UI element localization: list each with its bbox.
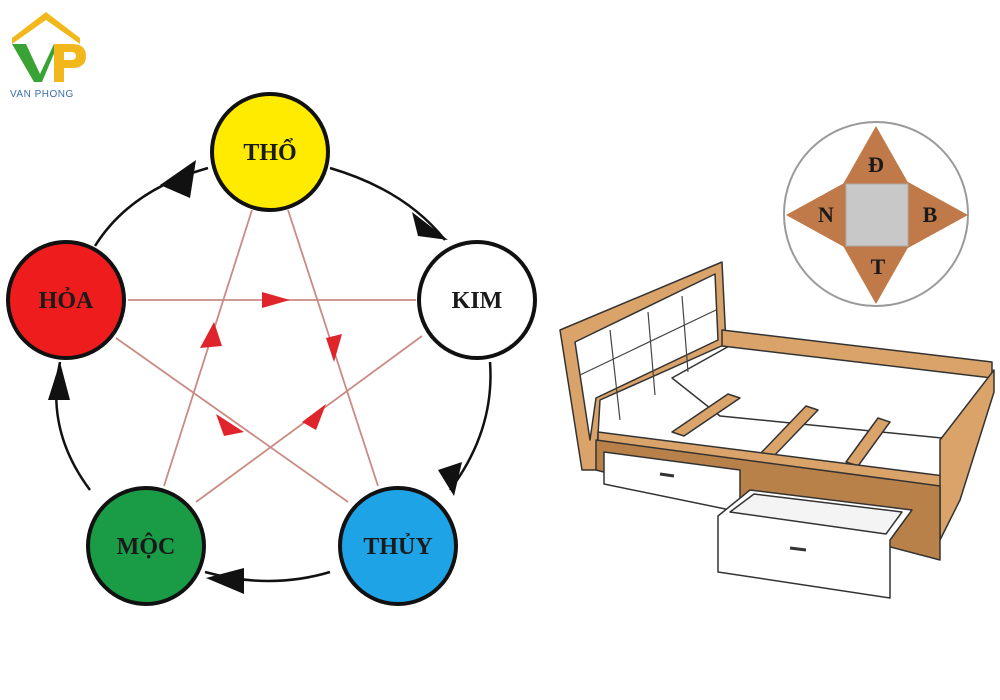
logo-p-letter-icon (54, 44, 86, 82)
red-arrow-to-hoa-icon (216, 414, 244, 436)
element-label-kim: KIM (452, 288, 503, 314)
line-tho-moc (163, 209, 253, 487)
bed-slat (671, 393, 741, 437)
element-node-hoa: HỎA (6, 240, 126, 360)
compass-label-right: B (923, 202, 938, 227)
element-label-tho: THỔ (243, 139, 296, 166)
compass-label-bottom: T (871, 254, 886, 279)
element-node-kim: KIM (417, 240, 537, 360)
bed-slats (671, 393, 891, 467)
logo-v-letter-icon (12, 44, 58, 82)
compass-point-west-icon (786, 182, 846, 248)
element-node-tho: THỔ (210, 92, 330, 212)
arrowhead-to-kim-icon (412, 212, 448, 240)
headboard-grid-line (681, 295, 689, 373)
element-node-thuy: THỦY (338, 486, 458, 606)
headboard-grid (579, 295, 717, 421)
brand-logo: VAN PHONG (10, 12, 86, 100)
generating-arrowheads (48, 160, 462, 594)
controlling-cycle (115, 209, 423, 503)
compass-label-top: Đ (868, 152, 884, 177)
brand-name: VAN PHONG (10, 89, 74, 100)
compass-point-north-icon (842, 126, 910, 186)
red-arrow-to-kim-icon (262, 292, 290, 308)
headboard-grid-line (609, 329, 621, 421)
element-node-moc: MỘC (86, 486, 206, 606)
controlling-arrowheads (200, 292, 342, 436)
compass-label-left: N (818, 202, 834, 227)
arrowhead-to-moc-icon (206, 568, 244, 594)
compass: Đ N B T (783, 121, 969, 307)
element-label-thuy: THỦY (363, 534, 432, 560)
headboard-panel (574, 273, 719, 441)
arc-tho-to-kim (329, 166, 446, 241)
red-arrow-to-moc-icon (302, 404, 326, 430)
bed-illustration (559, 261, 995, 599)
arrowhead-to-thuy-icon (438, 462, 462, 496)
drawer-handle (659, 472, 675, 478)
line-hoa-thuy (115, 337, 349, 503)
red-arrow-to-tho-icon (200, 322, 222, 348)
bed-drawer-right-top (729, 493, 903, 535)
compass-point-south-icon (842, 244, 910, 304)
five-elements-diagram: THỔ KIM THỦY MỘC HỎA (6, 92, 537, 606)
element-label-moc: MỘC (117, 534, 176, 560)
headboard-grid-line (579, 309, 717, 376)
compass-point-east-icon (908, 182, 968, 248)
logo-roof-icon (12, 12, 80, 44)
element-label-hoa: HỎA (39, 288, 94, 314)
compass-center (845, 183, 909, 247)
red-arrow-to-thuy-icon (326, 334, 342, 362)
arrowhead-to-hoa-icon (48, 362, 70, 400)
arc-kim-to-thuy (448, 361, 492, 491)
drawer-handle (789, 546, 807, 552)
arrowhead-to-tho-icon (160, 160, 196, 198)
headboard-grid-line (647, 311, 656, 396)
